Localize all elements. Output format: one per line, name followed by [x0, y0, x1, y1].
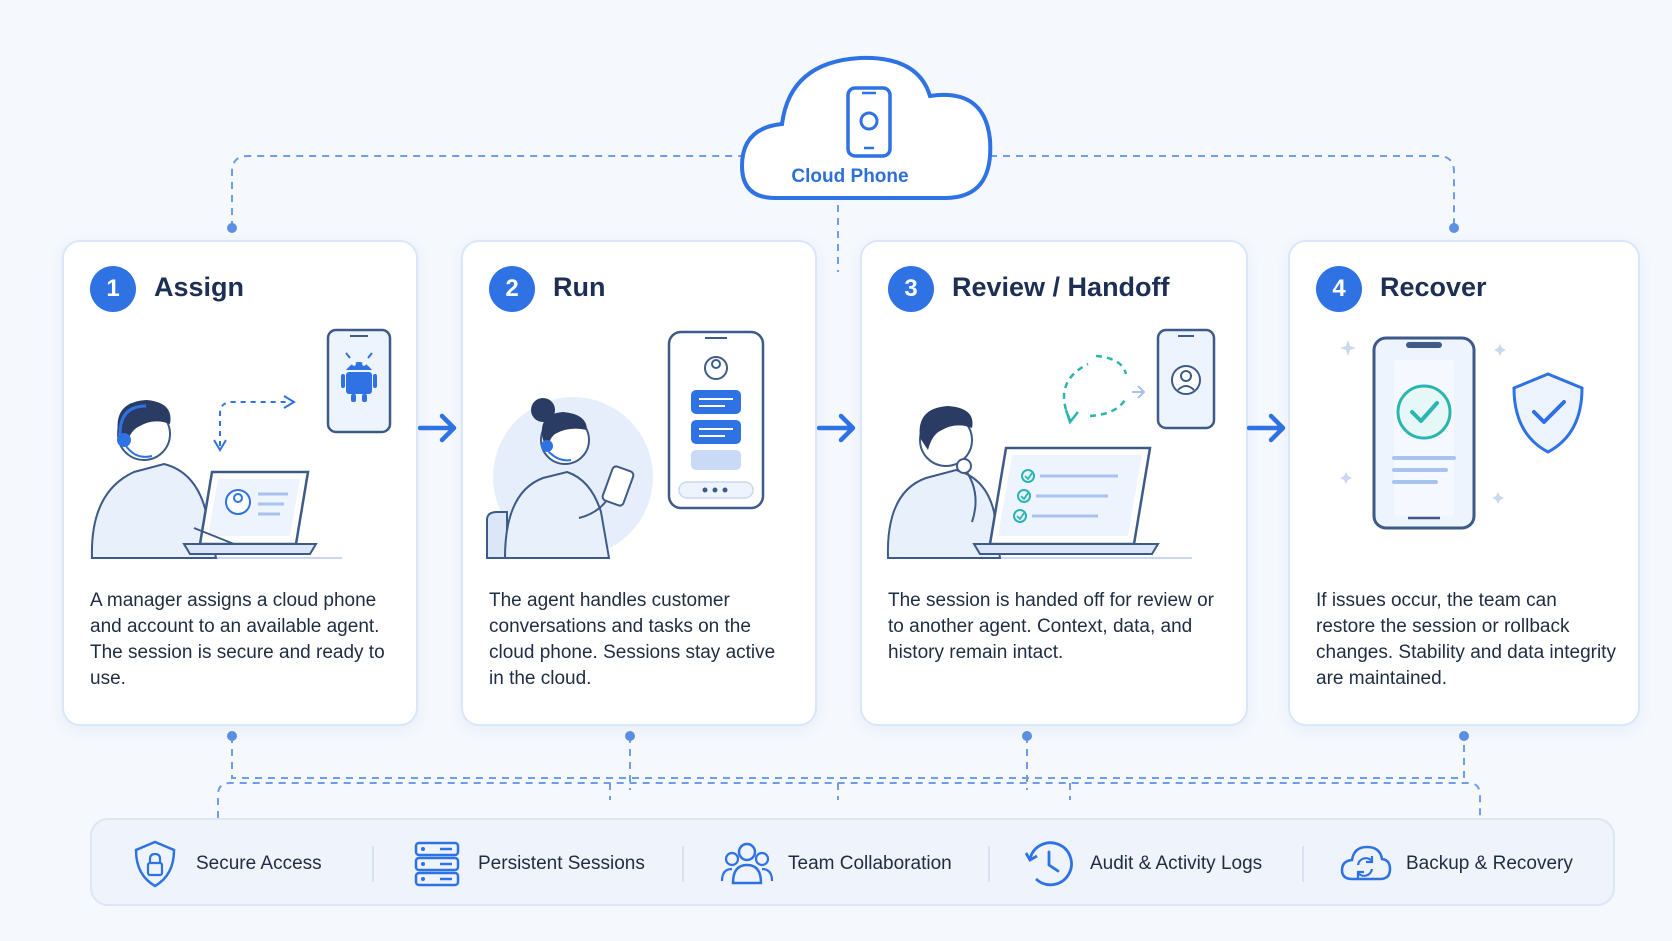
- divider: [1302, 846, 1304, 882]
- feature-label: Secure Access: [196, 853, 322, 874]
- arrow-right-icon: [817, 413, 856, 443]
- step-number-badge: 2: [489, 266, 535, 312]
- step-description: If issues occur, the team can restore th…: [1316, 590, 1616, 689]
- step-card-run: 2 Run: [461, 240, 817, 726]
- feature-label: Persistent Sessions: [478, 853, 645, 874]
- shield-lock-icon: [134, 840, 176, 888]
- feature-backup-recovery: Backup & Recovery: [1338, 820, 1573, 908]
- step-description: The agent handles customer conversations…: [489, 590, 776, 689]
- step-title: Recover: [1380, 272, 1487, 302]
- step-number-badge: 3: [888, 266, 934, 312]
- step-card-review-handoff: 3 Review / Handoff: [860, 240, 1248, 726]
- feature-label: Audit & Activity Logs: [1090, 853, 1263, 874]
- step-card-recover: 4 Recover If issues occur, the team can …: [1288, 240, 1640, 726]
- feature-team-collaboration: Team Collaboration: [720, 820, 952, 908]
- feature-label: Team Collaboration: [788, 853, 952, 874]
- feature-bar: Secure Access Persistent Sessions: [90, 818, 1615, 906]
- cloud-phone-label: Cloud Phone: [791, 166, 909, 187]
- divider: [988, 846, 990, 882]
- recover-illustration: [1340, 336, 1584, 530]
- step-title: Assign: [154, 272, 245, 302]
- agent-run-illustration: [486, 330, 765, 559]
- step-description: A manager assigns a cloud phone and acco…: [90, 590, 385, 689]
- cloud-sync-icon: [1340, 845, 1392, 881]
- review-handoff-illustration: [886, 328, 1216, 559]
- arrow-right-icon: [418, 413, 457, 443]
- feature-persistent-sessions: Persistent Sessions: [410, 820, 645, 908]
- clock-icon: [1024, 841, 1073, 887]
- team-users-icon: [720, 842, 774, 885]
- arrow-right-icon: [1247, 413, 1286, 443]
- server-stack-icon: [414, 841, 460, 887]
- manager-assign-illustration: [90, 328, 392, 559]
- step-number-badge: 4: [1316, 266, 1362, 312]
- divider: [372, 846, 374, 882]
- step-description: The session is handed off for review or …: [888, 590, 1214, 663]
- step-title: Run: [553, 272, 606, 302]
- step-number-badge: 1: [90, 266, 136, 312]
- step-card-assign: 1 Assign: [62, 240, 418, 726]
- cloud-icon: [739, 55, 993, 200]
- step-title: Review / Handoff: [952, 272, 1170, 302]
- feature-audit-activity-logs: Audit & Activity Logs: [1022, 820, 1262, 908]
- divider: [682, 846, 684, 882]
- feature-label: Backup & Recovery: [1406, 853, 1573, 874]
- feature-secure-access: Secure Access: [128, 820, 322, 908]
